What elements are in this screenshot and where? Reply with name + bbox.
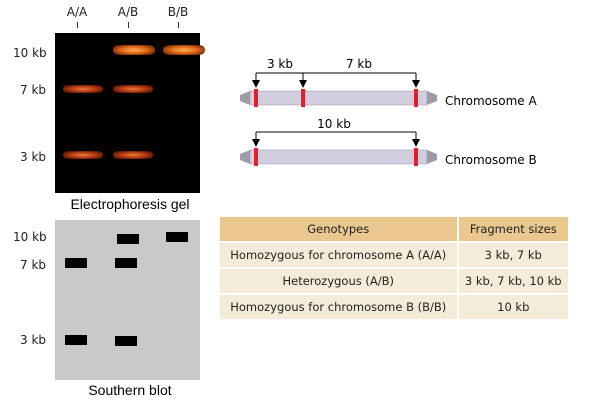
chromosome-b-right-end (427, 150, 437, 164)
chromosome-a-fragment-3kb: 3 kb (267, 57, 293, 71)
blot-band-ab-10kb (117, 234, 139, 244)
lane-label-aa: A/A (66, 5, 88, 19)
fragment-sizes-cell: 3 kb, 7 kb, 10 kb (457, 268, 568, 295)
chromosome-b-fragment-10kb: 10 kb (317, 117, 351, 131)
table-row: Homozygous for chromosome A (A/A) 3 kb, … (220, 242, 568, 269)
lane-label-bb: B/B (167, 5, 189, 19)
gel-band-ab-3kb (113, 151, 153, 159)
lane-tick (128, 22, 129, 28)
chromosome-a-left-end (240, 91, 250, 105)
chromosome-a-site-2 (301, 89, 305, 107)
gel-band-aa-7kb (63, 85, 103, 93)
lane-tick (178, 22, 179, 28)
genotype-cell: Heterozygous (A/B) (220, 268, 459, 295)
blot-caption: Southern blot (88, 382, 172, 398)
fragment-sizes-cell: 3 kb, 7 kb (457, 242, 568, 269)
chromosome-b-site-2 (414, 148, 418, 166)
table-row: Homozygous for chromosome B (B/B) 10 kb (220, 294, 568, 321)
blot-band-aa-3kb (65, 335, 87, 345)
lane-tick (77, 22, 78, 28)
blot-band-aa-7kb (65, 258, 87, 268)
gel-caption: Electrophoresis gel (70, 196, 190, 212)
chromosome-b: 10 kb Chromosome B (240, 117, 537, 167)
genotype-table: Genotypes Fragment sizes Homozygous for … (220, 217, 568, 321)
chromosome-b-site-1 (254, 148, 258, 166)
chromosome-a: 3 kb 7 kb Chromosome A (240, 57, 538, 108)
chromosome-a-site-1 (254, 89, 258, 107)
chromosome-b-bar (249, 149, 428, 165)
blot-size-10kb: 10 kb (13, 230, 47, 244)
blot-size-7kb: 7 kb (20, 258, 47, 272)
gel-band-aa-3kb (63, 151, 103, 159)
blot-size-3kb: 3 kb (20, 333, 47, 347)
table-row: Heterozygous (A/B) 3 kb, 7 kb, 10 kb (220, 268, 568, 295)
chromosome-b-label: Chromosome B (445, 153, 537, 167)
chromosome-a-label: Chromosome A (445, 94, 538, 108)
blot-band-ab-3kb (115, 336, 137, 346)
electrophoresis-gel (55, 33, 205, 193)
header-genotypes: Genotypes (220, 217, 459, 243)
chromosome-a-bar (249, 90, 428, 106)
restriction-map: 3 kb 7 kb Chromosome A 10 kb Chromosome … (240, 57, 538, 167)
blot-band-ab-7kb (115, 258, 137, 268)
chromosome-b-left-end (240, 150, 250, 164)
chromosome-a-site-3 (414, 89, 418, 107)
gel-size-3kb: 3 kb (20, 150, 47, 164)
genotype-cell: Homozygous for chromosome A (A/A) (220, 242, 459, 269)
header-fragment-sizes: Fragment sizes (457, 217, 568, 243)
gel-band-ab-7kb (113, 85, 153, 93)
gel-band-ab-10kb (113, 45, 155, 55)
southern-blot (55, 220, 200, 380)
gel-band-bb-10kb (163, 45, 205, 55)
chromosome-a-fragment-7kb: 7 kb (346, 57, 372, 71)
blot-band-bb-10kb (166, 232, 188, 242)
table-header-row: Genotypes Fragment sizes (220, 217, 568, 243)
lane-label-ab: A/B (117, 5, 139, 19)
genotype-cell: Homozygous for chromosome B (B/B) (220, 294, 459, 321)
gel-size-10kb: 10 kb (13, 46, 47, 60)
gel-size-7kb: 7 kb (20, 83, 47, 97)
fragment-sizes-cell: 10 kb (457, 294, 568, 321)
chromosome-a-right-end (427, 91, 437, 105)
